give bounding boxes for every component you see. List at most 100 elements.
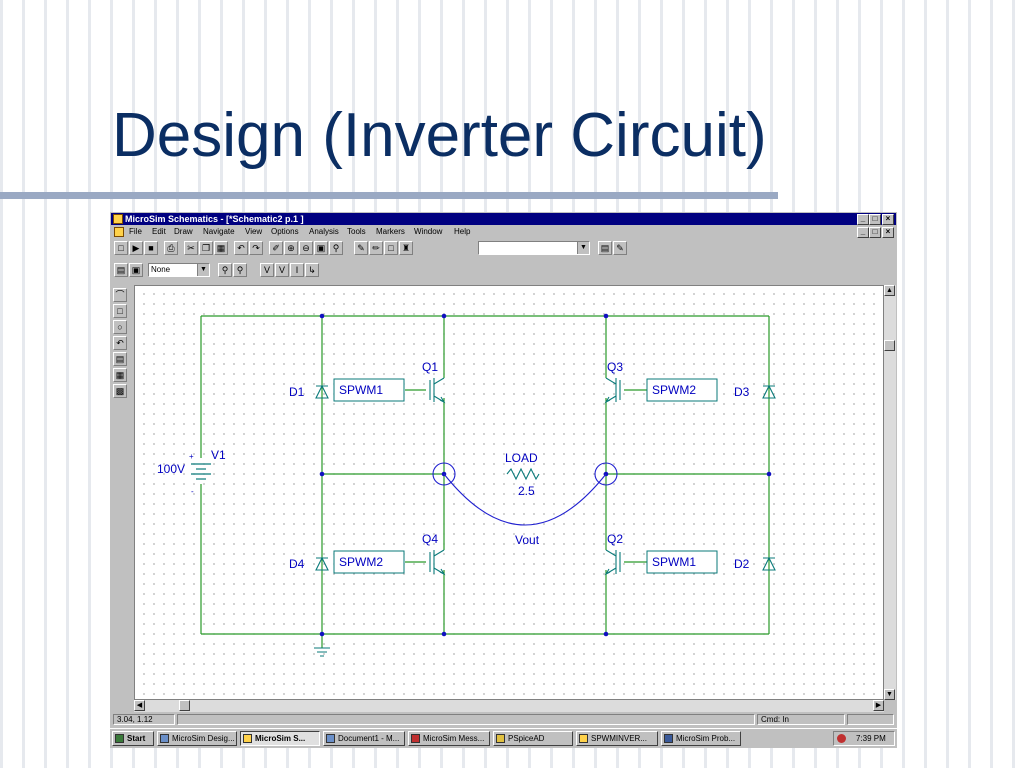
doc-close-button[interactable]: × bbox=[882, 227, 894, 238]
menu-file[interactable]: File bbox=[129, 227, 142, 236]
polyline-icon[interactable]: ↶ bbox=[113, 336, 127, 350]
combo-arrow-icon[interactable]: ▼ bbox=[577, 242, 589, 254]
get-part-icon[interactable]: ♜ bbox=[399, 241, 413, 255]
menu-markers[interactable]: Markers bbox=[376, 227, 405, 236]
app-icon bbox=[411, 734, 420, 743]
text-icon[interactable]: ▤ bbox=[113, 352, 127, 366]
diode-d1 bbox=[315, 384, 329, 399]
print-icon[interactable]: ⎙ bbox=[164, 241, 178, 255]
menu-draw[interactable]: Draw bbox=[174, 227, 193, 236]
scroll-left-icon[interactable]: ◀ bbox=[134, 700, 145, 711]
part-combo[interactable]: ▼ bbox=[478, 241, 590, 255]
diode-d2 bbox=[762, 556, 776, 571]
transistors bbox=[429, 377, 621, 576]
task-label: MicroSim S... bbox=[255, 734, 306, 743]
menu-bar: File Edit Draw Navigate View Options Ana… bbox=[111, 226, 896, 238]
task-spwminver[interactable]: SPWMINVER... bbox=[576, 731, 658, 746]
task-label: MicroSim Prob... bbox=[676, 734, 736, 743]
close-button[interactable]: × bbox=[882, 214, 894, 225]
circle-icon[interactable]: ○ bbox=[113, 320, 127, 334]
restore-button[interactable]: □ bbox=[869, 214, 881, 225]
vertical-scrollbar[interactable]: ▲ ▼ bbox=[884, 285, 896, 700]
menu-navigate[interactable]: Navigate bbox=[203, 227, 235, 236]
setup-icon[interactable]: ▤ bbox=[114, 263, 128, 277]
search-icon[interactable]: ⚲ bbox=[218, 263, 232, 277]
system-tray: 7:39 PM bbox=[833, 731, 895, 746]
draw-bus-icon[interactable]: ✏ bbox=[369, 241, 383, 255]
horizontal-scroll-thumb[interactable] bbox=[179, 700, 190, 711]
show-markers-icon[interactable]: ↳ bbox=[305, 263, 319, 277]
menu-help[interactable]: Help bbox=[454, 227, 471, 236]
task-microsim-messages[interactable]: MicroSim Mess... bbox=[408, 731, 490, 746]
scroll-up-icon[interactable]: ▲ bbox=[884, 285, 895, 296]
image-icon[interactable]: ▩ bbox=[113, 384, 127, 398]
open-folder-icon[interactable]: ▶ bbox=[129, 241, 143, 255]
doc-minimize-button[interactable]: _ bbox=[857, 227, 869, 238]
label-q4: Q4 bbox=[422, 532, 438, 546]
cut-icon[interactable]: ✂ bbox=[184, 241, 198, 255]
scroll-right-icon[interactable]: ▶ bbox=[873, 700, 884, 711]
zoom-out-icon[interactable]: ⊖ bbox=[299, 241, 313, 255]
menu-tools[interactable]: Tools bbox=[347, 227, 366, 236]
zoom-fit-icon[interactable]: ⚲ bbox=[329, 241, 343, 255]
zoom-area-icon[interactable]: ▣ bbox=[314, 241, 328, 255]
edit-attributes-icon[interactable]: ▤ bbox=[598, 241, 612, 255]
vertical-scroll-thumb[interactable] bbox=[884, 340, 895, 351]
labels: V1 100V + - D1 D3 D4 D2 Q1 Q3 Q4 Q2 SPWM… bbox=[157, 360, 750, 571]
task-microsim-design[interactable]: MicroSim Desig... bbox=[157, 731, 237, 746]
task-label: MicroSim Mess... bbox=[423, 734, 485, 743]
edit-symbol-icon[interactable]: ✎ bbox=[613, 241, 627, 255]
vdiff-marker-icon[interactable]: V bbox=[275, 263, 289, 277]
combo-arrow-icon[interactable]: ▼ bbox=[197, 264, 209, 276]
draw-wire-icon[interactable]: ✎ bbox=[354, 241, 368, 255]
minimize-button[interactable]: _ bbox=[857, 214, 869, 225]
menu-analysis[interactable]: Analysis bbox=[309, 227, 339, 236]
voltage-marker-icon[interactable]: V bbox=[260, 263, 274, 277]
scroll-down-icon[interactable]: ▼ bbox=[884, 689, 895, 700]
zoom-in-icon[interactable]: ⊕ bbox=[284, 241, 298, 255]
find-icon[interactable]: ⚲ bbox=[233, 263, 247, 277]
undo-icon[interactable]: ↶ bbox=[234, 241, 248, 255]
picture-icon[interactable]: ▦ bbox=[113, 368, 127, 382]
horizontal-scrollbar[interactable]: ◀ ▶ bbox=[134, 700, 884, 712]
save-icon[interactable]: ■ bbox=[144, 241, 158, 255]
schematic-canvas[interactable]: V1 100V + - D1 D3 D4 D2 Q1 Q3 Q4 Q2 SPWM… bbox=[134, 285, 884, 700]
load-resistor bbox=[506, 467, 540, 481]
new-file-icon[interactable]: □ bbox=[114, 241, 128, 255]
task-microsim-schematics[interactable]: MicroSim S... bbox=[240, 731, 320, 746]
doc-icon[interactable] bbox=[114, 227, 124, 237]
label-load-value: 2.5 bbox=[518, 484, 535, 498]
doc-restore-button[interactable]: □ bbox=[869, 227, 881, 238]
arc-icon[interactable]: ⌒ bbox=[113, 288, 127, 302]
draw-block-icon[interactable]: □ bbox=[384, 241, 398, 255]
task-pspicead[interactable]: PSpiceAD bbox=[493, 731, 573, 746]
current-marker-icon[interactable]: I bbox=[290, 263, 304, 277]
status-mode: Cmd: In bbox=[757, 714, 845, 725]
redo-icon[interactable]: ↷ bbox=[249, 241, 263, 255]
window-titlebar[interactable]: MicroSim Schematics - [*Schematic2 p.1 ]… bbox=[111, 213, 896, 225]
task-microsim-probe[interactable]: MicroSim Prob... bbox=[661, 731, 741, 746]
menu-edit[interactable]: Edit bbox=[152, 227, 166, 236]
igbt-q4 bbox=[429, 549, 446, 576]
menu-view[interactable]: View bbox=[245, 227, 263, 236]
copy-icon[interactable]: ❐ bbox=[199, 241, 213, 255]
window-title: MicroSim Schematics - [*Schematic2 p.1 ] bbox=[125, 214, 304, 224]
attr-combo[interactable]: None ▼ bbox=[148, 263, 210, 277]
probe-node-right bbox=[594, 462, 618, 486]
schematics-window: MicroSim Schematics - [*Schematic2 p.1 ]… bbox=[110, 212, 897, 747]
task-label: Document1 - M... bbox=[338, 734, 400, 743]
drive-box-3 bbox=[333, 550, 405, 574]
task-label: PSpiceAD bbox=[508, 734, 545, 743]
start-button[interactable]: Start bbox=[112, 731, 154, 746]
task-document1[interactable]: Document1 - M... bbox=[323, 731, 405, 746]
simulate-icon[interactable]: ▣ bbox=[129, 263, 143, 277]
app-icon bbox=[664, 734, 673, 743]
paste-icon[interactable]: ▦ bbox=[214, 241, 228, 255]
menu-options[interactable]: Options bbox=[271, 227, 299, 236]
label-q3: Q3 bbox=[607, 360, 623, 374]
menu-window[interactable]: Window bbox=[414, 227, 443, 236]
redraw-icon[interactable]: ✐ bbox=[269, 241, 283, 255]
shield-icon[interactable] bbox=[837, 734, 846, 743]
app-icon bbox=[579, 734, 588, 743]
box-icon[interactable]: □ bbox=[113, 304, 127, 318]
